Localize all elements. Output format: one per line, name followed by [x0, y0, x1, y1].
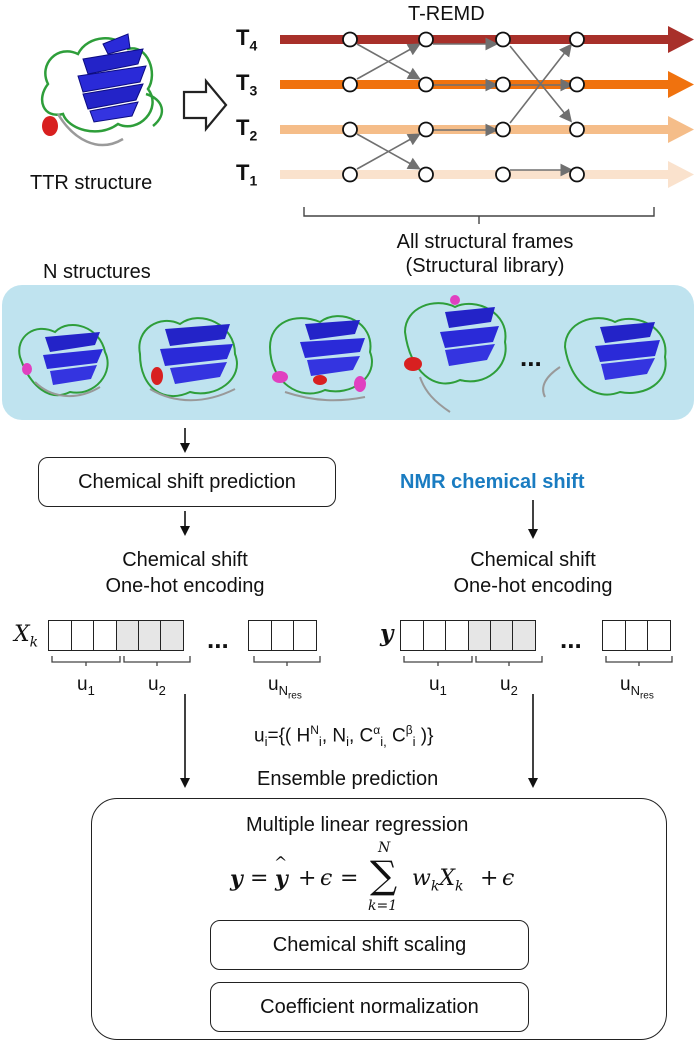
x-k-vector [48, 620, 185, 651]
n-structures-label: N structures [43, 261, 151, 283]
regression-title: Multiple linear regression [246, 814, 469, 836]
right-encoding-line2: One-hot encoding [453, 575, 613, 597]
chemical-shift-prediction-box: Chemical shift prediction [38, 457, 336, 507]
temperature-label-t3: T3 [236, 70, 258, 99]
arrow-down-left-to-regression [180, 694, 190, 788]
x-k-symbol: Xk [14, 622, 39, 651]
ensemble-prediction-label: Ensemble prediction [257, 768, 439, 790]
regression-equation: y = y ^ + ϵ = ∑ N k=1 wkXk + ϵ [230, 840, 515, 914]
left-encoding-line2: One-hot encoding [105, 575, 265, 597]
temperature-line-t1 [280, 161, 694, 188]
y-vector-ellipsis: ... [560, 624, 582, 654]
remd-title: T-REMD [408, 3, 485, 25]
temperature-label-t2: T2 [236, 115, 258, 144]
x-k-vector-end [248, 620, 318, 651]
left-unres-label: uNres [268, 674, 302, 702]
left-encoding-line1: Chemical shift [122, 549, 248, 571]
ttr-structure-image [40, 33, 164, 147]
right-vector-brackets [403, 656, 673, 666]
ttr-structure-label: TTR structure [30, 172, 153, 194]
temperature-label-t4: T4 [236, 25, 258, 54]
nmr-chemical-shift-title: NMR chemical shift [400, 471, 585, 493]
y-symbol: y [380, 620, 394, 647]
right-u2-label: u2 [500, 674, 518, 698]
right-unres-label: uNres [620, 674, 654, 702]
remd-diagram [280, 26, 694, 224]
arrow-down-prediction-to-encoding [180, 511, 190, 536]
ui-definition: ui={( HNi, Ni, Cαi, Cβi )} [254, 723, 434, 750]
arrow-down-panel-to-prediction [180, 428, 190, 453]
left-u2-label: u2 [148, 674, 166, 698]
right-encoding-line1: Chemical shift [470, 549, 596, 571]
library-label-line1: All structural frames [396, 231, 574, 253]
sum-lower-limit: k=1 [368, 898, 398, 914]
arrow-down-nmr-to-encoding [528, 500, 538, 539]
structure-ensemble-images [18, 295, 667, 413]
left-vector-brackets [51, 656, 321, 666]
regression-container [91, 798, 667, 1040]
structure-image-1 [18, 323, 109, 398]
structure-image-2 [138, 317, 238, 402]
structure-ellipsis: ... [520, 342, 542, 372]
right-arrow-icon [182, 78, 228, 132]
replica-nodes [342, 31, 585, 183]
arrow-down-right-to-regression [528, 694, 538, 788]
temperature-line-t4 [280, 26, 694, 53]
exchange-arrows [356, 37, 574, 177]
library-bracket [303, 207, 655, 224]
sum-upper-limit: N [378, 840, 391, 856]
y-vector-end [602, 620, 672, 651]
y-vector [400, 620, 537, 651]
left-u1-label: u1 [77, 674, 95, 698]
library-label-line2: (Structural library) [405, 255, 565, 277]
chemical-shift-scaling-box: Chemical shift scaling [210, 920, 529, 970]
coefficient-normalization-box: Coefficient normalization [210, 982, 529, 1032]
right-u1-label: u1 [429, 674, 447, 698]
structure-image-4 [403, 295, 507, 413]
x-k-vector-ellipsis: ... [207, 624, 229, 654]
structure-image-5 [542, 317, 667, 398]
temperature-label-t1: T1 [236, 160, 258, 189]
structure-image-3 [268, 315, 373, 402]
